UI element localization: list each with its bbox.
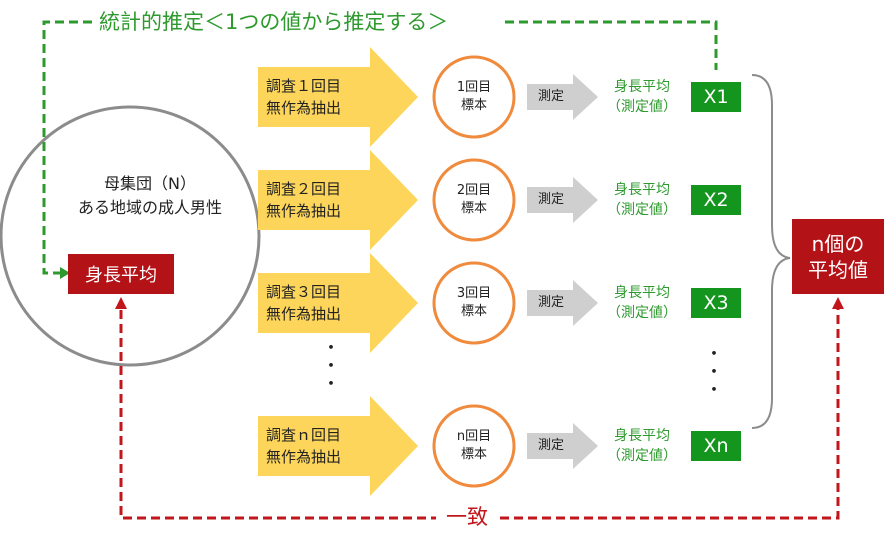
ellipsis-dot: ・	[705, 362, 723, 383]
survey-label: 調査ｎ回目無作為抽出	[266, 424, 341, 468]
sample-label: 2回目標本	[434, 182, 514, 218]
measure-label: 測定	[537, 89, 564, 104]
measured-mean-line1: 身長平均	[614, 182, 670, 198]
measure-arrow	[527, 423, 598, 469]
measure-label: 測定	[537, 295, 564, 310]
survey-arrow	[258, 396, 418, 496]
measured-mean-line2: （測定値）	[607, 202, 677, 218]
measure-arrow	[527, 177, 598, 223]
survey-label-line1: 調査３回目	[266, 283, 342, 301]
measured-value-box: X2	[691, 185, 741, 215]
population-mean-box: 身長平均	[68, 254, 174, 294]
sample-circle	[432, 158, 516, 242]
survey-label-line2: 無作為抽出	[266, 202, 342, 220]
ellipsis-dot: ・	[705, 380, 723, 401]
survey-label-line2: 無作為抽出	[266, 99, 342, 117]
sample-label-line2: 標本	[460, 98, 487, 113]
measured-value-box: X3	[691, 288, 741, 318]
sample-label: n回目標本	[434, 428, 514, 464]
sample-label: 1回目標本	[434, 79, 514, 115]
sample-circle	[432, 404, 516, 488]
measured-mean-line2: （測定値）	[607, 99, 677, 115]
ellipsis-dot: ・	[322, 356, 340, 377]
survey-label-line1: 調査２回目	[266, 180, 342, 198]
match-arrowhead-left	[115, 297, 127, 309]
measure-label: 測定	[537, 438, 564, 453]
ellipsis-values: ・ ・ ・	[704, 346, 724, 400]
survey-arrow	[258, 47, 418, 147]
measured-mean-line2: （測定値）	[607, 305, 677, 321]
sample-label-line2: 標本	[460, 447, 487, 462]
sample-label-line1: n回目	[456, 429, 492, 444]
measured-mean-label: 身長平均 （測定値）	[599, 283, 685, 323]
survey-arrow	[258, 150, 418, 250]
ellipsis-dot: ・	[322, 338, 340, 359]
sample-circle	[432, 55, 516, 139]
survey-label-line1: 調査１回目	[266, 77, 342, 95]
match-line-right	[500, 308, 840, 520]
sample-circle	[432, 261, 516, 345]
measured-mean-label: 身長平均 （測定値）	[599, 77, 685, 117]
survey-label-line2: 無作為抽出	[266, 448, 342, 466]
measure-label: 測定	[537, 192, 564, 207]
survey-label: 調査３回目無作為抽出	[266, 281, 341, 325]
measured-mean-label: 身長平均 （測定値）	[599, 426, 685, 466]
survey-label: 調査１回目無作為抽出	[266, 75, 341, 119]
ellipsis-dot: ・	[322, 374, 340, 395]
measured-mean-line1: 身長平均	[614, 79, 670, 95]
n-mean-line1: n個の	[811, 231, 865, 256]
estimation-arrowhead	[60, 267, 70, 279]
measure-arrow	[527, 280, 598, 326]
match-arrowhead-right	[832, 297, 844, 309]
sample-label-line1: 2回目	[456, 183, 492, 198]
sample-label: 3回目標本	[434, 285, 514, 321]
measured-mean-line1: 身長平均	[614, 428, 670, 444]
sample-label-line1: 1回目	[456, 80, 492, 95]
survey-label-line2: 無作為抽出	[266, 305, 342, 323]
n-mean-box: n個の 平均値	[792, 219, 884, 294]
estimation-line-right	[505, 20, 718, 70]
sample-label-line2: 標本	[460, 304, 487, 319]
n-mean-line2: 平均値	[808, 257, 868, 282]
measured-mean-line1: 身長平均	[614, 285, 670, 301]
survey-label: 調査２回目無作為抽出	[266, 178, 341, 222]
population-label-line2: ある地域の成人男性	[77, 198, 222, 217]
survey-arrow	[258, 253, 418, 353]
match-label: 一致	[440, 503, 494, 531]
measured-value-box: X1	[691, 82, 741, 112]
measured-value-box: Xn	[691, 431, 741, 461]
brace	[751, 74, 791, 429]
population-circle	[0, 105, 261, 367]
survey-label-line1: 調査ｎ回目	[266, 426, 342, 444]
population-label: 母集団（N） ある地域の成人男性	[40, 172, 260, 220]
title-label: 統計的推定＜1つの値から推定する＞	[95, 6, 453, 38]
population-label-line1: 母集団（N）	[104, 174, 196, 193]
measured-mean-label: 身長平均 （測定値）	[599, 180, 685, 220]
measured-mean-line2: （測定値）	[607, 448, 677, 464]
sample-label-line1: 3回目	[456, 286, 492, 301]
ellipsis-dot: ・	[705, 344, 723, 365]
ellipsis-survey: ・ ・ ・	[321, 340, 341, 394]
estimation-line-left	[42, 20, 92, 275]
sample-label-line2: 標本	[460, 201, 487, 216]
measure-arrow	[527, 74, 598, 120]
